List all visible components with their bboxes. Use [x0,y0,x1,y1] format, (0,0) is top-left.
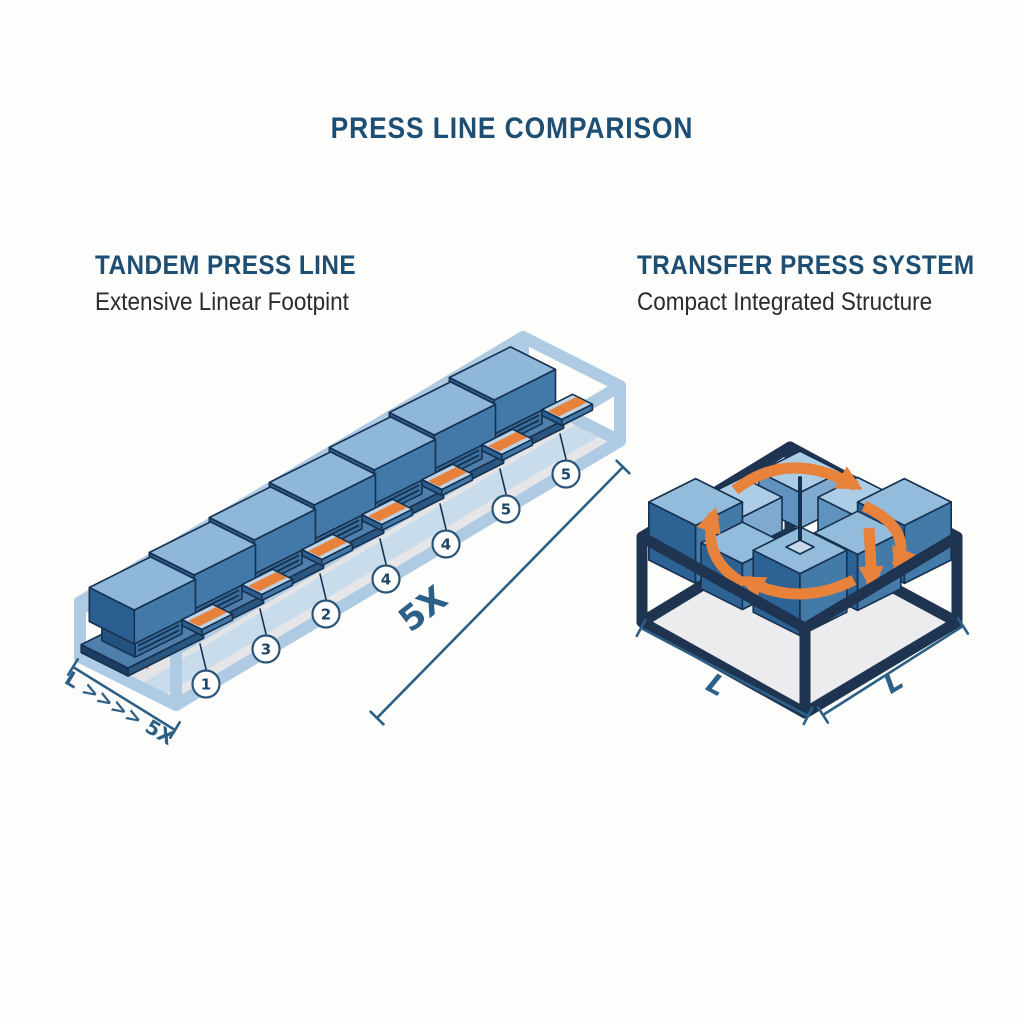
transfer-section-header: TRANSFER PRESS SYSTEM Compact Integrated… [637,250,1012,317]
transfer-heading: TRANSFER PRESS SYSTEM [637,250,975,280]
right-dimension-line [821,624,965,717]
station-leader-line [499,468,507,495]
station-leader-line [319,573,327,600]
spindle-platform [785,539,815,555]
station-circle [251,634,281,664]
press-head-top [328,416,437,471]
rotation-arrow [739,575,857,600]
press-head-top [448,346,557,401]
pallet-belt [428,467,467,487]
rotation-arrow [858,527,884,592]
station-number: 5 [501,501,511,519]
width-dimension-line [71,665,177,732]
floor-lane [137,421,605,698]
transfer-front-rim [636,531,811,634]
station-number: 1 [201,676,211,694]
length-dimension-line [375,465,625,720]
page-title: PRESS LINE COMPARISON [330,112,694,145]
station-leader-line [259,608,267,635]
press-head-top [388,381,497,436]
tandem-subtitle: Extensive Linear Footpint [95,288,349,316]
pallet-belt [488,432,527,452]
station-number: 4 [381,571,391,589]
pallet-belt [308,537,347,557]
left-dimension-label: L [701,668,731,703]
station-circle [551,459,581,489]
length-dimension-label: 5X [391,578,455,640]
transfer-subtitle: Compact Integrated Structure [637,288,933,316]
pallet-belt [188,607,227,627]
station-circle [491,494,521,524]
width-dimension-line-tick [168,721,182,739]
press-head-top [208,486,317,541]
station-circle [431,529,461,559]
rotation-arrow [696,506,747,589]
station-leader-line [559,433,567,460]
left-dimension-line [639,626,810,718]
station-leader-line [439,503,447,530]
tandem-heading: TANDEM PRESS LINE [95,250,357,280]
press-head-top [268,451,377,506]
bed-slot [137,624,180,647]
station-circle [371,564,401,594]
press-machine [80,556,234,677]
pallet-belt [548,397,587,417]
tandem-section-header: TANDEM PRESS LINE Extensive Linear Footp… [95,250,385,317]
station-number: 2 [321,606,331,624]
length-dimension-line-tick [615,459,631,475]
station-number: 3 [261,641,271,659]
length-dimension-line-tick [369,710,385,726]
rotation-arrow [731,462,863,495]
rotation-arrow [861,500,916,573]
transfer-front-rim [799,531,963,634]
left-dimension-line-tick [635,618,647,638]
station-number: 5 [561,466,571,484]
right-dimension-line-tick [816,706,830,724]
right-dimension-line-tick [956,617,970,635]
station-number: 4 [441,536,451,554]
pallet-belt [368,502,407,522]
pallet-belt [248,572,287,592]
left-dimension-line-tick [802,706,814,726]
station-circle [311,599,341,629]
bed-slot [137,629,180,652]
press-head-top [88,556,197,611]
station-leader-line [379,538,387,565]
press-head-top [148,521,257,576]
width-dimension-line-tick [66,658,80,676]
station-circle [191,669,221,699]
right-dimension-label: L [878,665,909,700]
station-leader-line [199,643,207,670]
